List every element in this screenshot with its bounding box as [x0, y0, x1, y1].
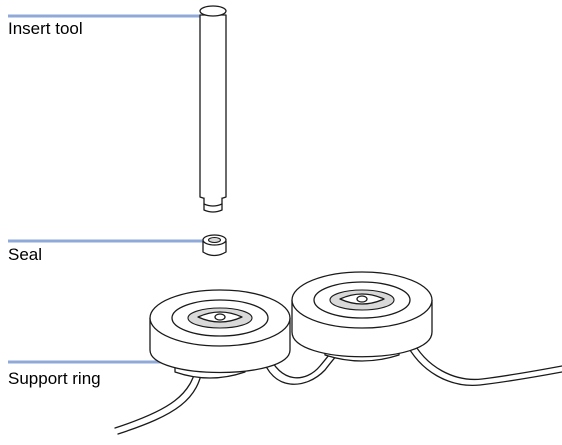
insert-tool-label: Insert tool [8, 19, 83, 39]
right-support-ring-drawing [292, 272, 432, 361]
seal-drawing [203, 235, 226, 256]
seal-label: Seal [8, 245, 42, 265]
insert-tool-drawing [200, 6, 226, 212]
support-ring-label: Support ring [8, 369, 101, 389]
left-support-ring-drawing [150, 290, 290, 378]
